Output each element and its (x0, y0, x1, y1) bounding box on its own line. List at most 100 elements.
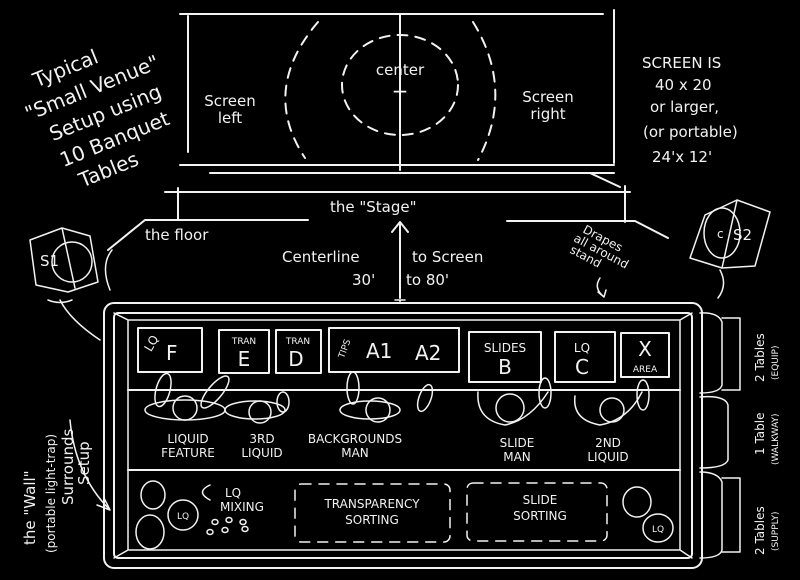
table-main-label: E (238, 347, 251, 371)
centerline-label: to Screen (412, 248, 483, 266)
slide-sorting-label: SORTING (513, 509, 567, 523)
side-table-label: (WALKWAY) (771, 413, 781, 465)
table-top-label: X (638, 337, 652, 361)
transparency-sorting-label: TRANSPARENCY (323, 497, 420, 511)
table-top-label: LQ (141, 333, 161, 354)
centerline-label: 30' (352, 271, 375, 289)
centerline-arrow (391, 221, 409, 299)
screen-left-label: left (218, 109, 242, 127)
screen-note-line: 40 x 20 (655, 76, 712, 94)
table-main-label: F (166, 341, 178, 365)
table-main-label: B (498, 355, 512, 379)
center-notch (394, 299, 406, 304)
screen-note-line: 24'x 12' (652, 148, 712, 166)
wall-label-line: (portable light-trap) (44, 434, 58, 553)
side-table-label: (SUPPLY) (771, 512, 781, 552)
screen-right-label: Screen (522, 88, 574, 106)
table-top-label: LQ (574, 341, 590, 355)
table-tran-d: TRAN D (275, 329, 322, 374)
center-label: center (376, 61, 425, 79)
operator-label: 3RD (249, 432, 274, 446)
table-top-label: TRAN (231, 337, 256, 347)
person-3rd-liquid (224, 391, 290, 424)
table-tran-e: TRAN E (218, 329, 270, 374)
side-table-walkway (699, 395, 729, 469)
operator-figures (144, 371, 650, 426)
speaker-right-label: S2 (733, 226, 752, 244)
lq-container (167, 499, 199, 531)
side-label-supply: 2 Tables (SUPPLY) (753, 506, 781, 555)
side-table-label: 2 Tables (753, 333, 767, 382)
center-mark: + (392, 79, 409, 103)
table-top-label: TIPS (337, 338, 353, 361)
table-main-label: D (288, 347, 303, 371)
small-containers (206, 516, 249, 536)
lq-left-label: LQ (177, 512, 189, 522)
lq-container (622, 486, 652, 518)
wall-label-line: the "Wall" (21, 470, 39, 545)
speaker-left: S1 (29, 227, 113, 304)
floor-label: the floor (145, 226, 209, 244)
stage-lines (107, 172, 669, 251)
wall-outer (103, 302, 703, 569)
operator-label: SLIDE (500, 436, 535, 450)
table-lq-c: LQ C (554, 331, 616, 383)
side-table-label: 1 Table (753, 413, 767, 455)
person-2nd-liquid (573, 379, 650, 426)
table-a: TIPS A1 A2 (328, 327, 460, 373)
table-main-label: AREA (633, 365, 658, 375)
transparency-sorting-label: SORTING (345, 513, 399, 527)
table-main-label: C (575, 355, 589, 379)
title-note: Typical "Small Venue" Setup using 10 Ban… (21, 44, 173, 192)
operator-label: MAN (341, 446, 369, 460)
slide-sorting-area (466, 482, 608, 542)
centerline-label: to 80' (406, 271, 449, 289)
person-backgrounds-man (339, 371, 434, 423)
table-lq-f: LQ F (137, 327, 203, 373)
operator-label: FEATURE (161, 446, 215, 460)
operator-label: LIQUID (587, 450, 628, 464)
screen-left-arc (284, 21, 319, 159)
side-table-label: (EQUIP) (771, 346, 781, 380)
stage: the "Stage" the floor Centerline to Scre… (107, 172, 669, 299)
lq-container (135, 514, 165, 550)
side-table-label: 2 Tables (753, 506, 767, 555)
screen-note-line: (or portable) (643, 123, 738, 141)
screen-right-arc (472, 21, 497, 161)
wall-enclosure (103, 299, 703, 569)
transparency-sorting-area (294, 483, 451, 543)
screen-note: SCREEN IS 40 x 20 or larger, (or portabl… (642, 54, 738, 166)
screen-right-label: right (530, 105, 565, 123)
table-top-label: SLIDES (484, 341, 526, 355)
side-table-supply (699, 471, 741, 559)
wall-bevel (113, 312, 693, 559)
operator-label: LIQUID (167, 432, 208, 446)
lq-right-label: LQ (652, 525, 664, 535)
screen-left-label: Screen (204, 92, 256, 110)
side-label-equip: 2 Tables (EQUIP) (753, 333, 781, 382)
table-slides-b: SLIDES B (468, 331, 542, 383)
lq-container (642, 513, 674, 543)
operator-label: BACKGROUNDS (308, 432, 402, 446)
table-x-area: X AREA (620, 332, 670, 378)
row-dividers (127, 389, 681, 471)
speaker-right-c: c (717, 227, 724, 241)
drapes-arrow (596, 277, 607, 298)
speaker-right: c S2 (689, 199, 771, 299)
person-slide-man (477, 377, 552, 426)
speaker-left-label: S1 (40, 252, 59, 270)
side-table-equip (699, 312, 741, 394)
lq-mixing-label: LQ (225, 486, 241, 500)
person-liquid-feature (144, 372, 230, 421)
slide-sorting-label: SLIDE (523, 493, 558, 507)
screen-frame (179, 9, 615, 174)
lq-container (140, 480, 166, 510)
table-top-label: TRAN (285, 337, 310, 347)
operator-label: 2ND (595, 436, 621, 450)
table-main-label: A1 (366, 339, 392, 363)
centerline-label: Centerline (282, 248, 360, 266)
wall-label-line: Setup (75, 441, 93, 485)
operator-label: LIQUID (241, 446, 282, 460)
